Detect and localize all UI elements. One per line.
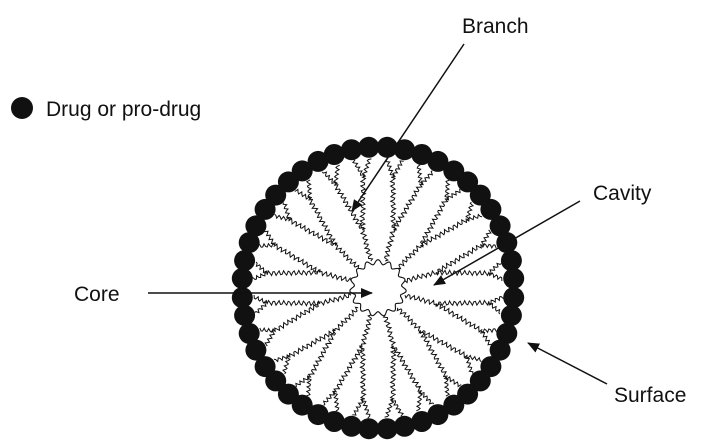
secondary-branch <box>436 270 489 275</box>
terminal-branch <box>253 272 268 279</box>
core-label: Core <box>74 283 120 306</box>
drug-molecule-icon <box>503 287 524 308</box>
terminal-branch <box>445 377 450 396</box>
drug-molecule-icon <box>501 305 522 326</box>
primary-branch <box>405 295 436 305</box>
terminal-branch <box>353 160 364 177</box>
secondary-branch <box>267 301 320 306</box>
primary-branch <box>361 230 373 261</box>
terminal-branch <box>255 303 267 313</box>
terminal-branch <box>322 172 335 185</box>
legend-drug-dot-icon <box>11 97 33 119</box>
terminal-branch <box>363 159 372 177</box>
secondary-branch <box>360 177 365 230</box>
dendrimer-branches <box>253 158 504 419</box>
terminal-branch <box>385 399 394 417</box>
legend-drug-label: Drug or pro-drug <box>46 98 201 121</box>
secondary-branch <box>391 177 396 230</box>
terminal-branch <box>482 230 491 245</box>
branch-arrow <box>352 44 464 211</box>
secondary-branch <box>394 184 422 230</box>
primary-branch <box>384 315 396 346</box>
terminal-branch <box>421 171 433 185</box>
drug-molecule-icon <box>358 137 379 158</box>
terminal-branch <box>421 392 434 405</box>
terminal-branch <box>260 244 275 248</box>
terminal-branch <box>254 295 267 303</box>
secondary-branch <box>360 346 365 399</box>
secondary-branch <box>436 304 482 332</box>
secondary-branch <box>391 346 396 399</box>
branch-label: Branch <box>462 15 529 38</box>
terminal-branch <box>324 391 336 405</box>
terminal-branch <box>416 392 422 411</box>
terminal-branch <box>489 303 500 314</box>
secondary-branch <box>436 244 481 274</box>
secondary-branch <box>267 270 320 275</box>
terminal-branch <box>274 355 289 362</box>
cavity-label: Cavity <box>593 182 652 205</box>
primary-branch <box>336 245 359 269</box>
drug-molecule-icon <box>501 250 522 271</box>
drug-molecule-icon <box>232 268 253 289</box>
terminal-branch <box>489 273 502 281</box>
surface-drug-molecules <box>232 137 524 439</box>
secondary-branch <box>334 185 364 230</box>
primary-branch <box>397 308 420 332</box>
terminal-branch <box>481 331 492 345</box>
terminal-branch <box>489 263 501 273</box>
terminal-branch <box>296 376 310 387</box>
terminal-branch <box>446 377 461 387</box>
primary-branch <box>405 271 436 283</box>
primary-branch <box>320 294 351 306</box>
terminal-branch <box>489 297 504 304</box>
surface-label: Surface <box>614 384 686 407</box>
drug-molecule-icon <box>239 323 260 344</box>
primary-branch <box>320 271 351 281</box>
drug-molecule-icon <box>234 305 255 326</box>
secondary-branch <box>275 302 320 332</box>
primary-branch <box>361 315 371 346</box>
terminal-branch <box>256 262 267 273</box>
drug-molecule-icon <box>503 268 524 289</box>
drug-molecule-icon <box>234 250 255 271</box>
primary-branch <box>398 246 422 269</box>
secondary-branch <box>274 244 320 272</box>
primary-branch <box>335 307 359 330</box>
terminal-branch <box>264 231 275 245</box>
dendrimer <box>232 137 524 439</box>
terminal-branch <box>482 329 497 333</box>
secondary-branch <box>436 301 489 306</box>
terminal-branch <box>392 399 403 416</box>
drug-molecule-icon <box>377 418 398 439</box>
terminal-branch <box>295 189 310 199</box>
terminal-branch <box>446 189 460 200</box>
secondary-branch <box>392 346 422 391</box>
surface-arrow <box>528 343 607 384</box>
secondary-branch <box>334 346 362 392</box>
drug-molecule-icon <box>232 287 253 308</box>
terminal-branch <box>334 165 340 184</box>
primary-branch <box>385 230 395 261</box>
core-ring <box>350 260 406 316</box>
terminal-branch <box>265 331 274 346</box>
terminal-branch <box>307 180 312 199</box>
terminal-branch <box>467 215 482 222</box>
